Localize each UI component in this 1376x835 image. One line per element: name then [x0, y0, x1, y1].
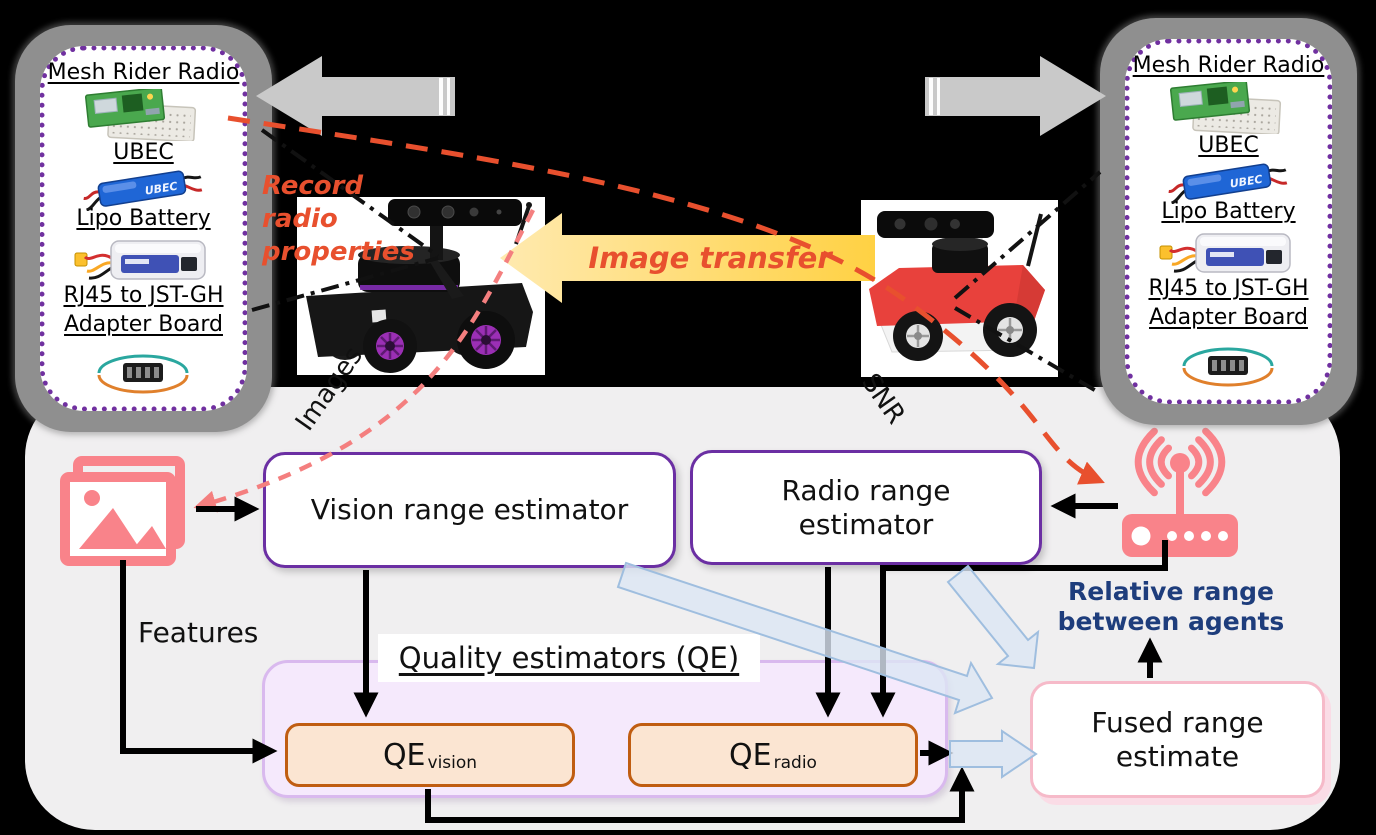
fused-range-label-line1: Fused range — [1091, 705, 1264, 739]
rj45-adapter-label-line1: RJ45 to JST-GH — [63, 283, 224, 308]
qe-radio-base: QE — [729, 737, 772, 773]
rj45-adapter-label-line2: Adapter Board — [64, 312, 223, 337]
record-line1: Record — [262, 171, 364, 201]
vision-range-estimator-label: Vision range estimator — [310, 493, 629, 526]
mesh-rider-radio-label: Mesh Rider Radio — [47, 60, 240, 85]
image-transfer-label: Image transfer — [588, 241, 832, 275]
lipo-battery-label: Lipo Battery — [76, 206, 211, 231]
features-label: Features — [138, 616, 259, 649]
lipo-battery-image — [73, 239, 207, 281]
quality-estimators-title: Quality estimators (QE) — [378, 634, 760, 682]
mesh-rider-radio-image — [1169, 82, 1282, 134]
ubec-label: UBEC — [113, 140, 174, 165]
mesh-rider-radio-label: Mesh Rider Radio — [1132, 53, 1325, 78]
fused-range-estimate-box: Fused range estimate — [1030, 681, 1325, 798]
relative-range-line2: between agents — [1057, 607, 1285, 636]
fused-range-label-line2: estimate — [1115, 739, 1240, 773]
qe-vision-base: QE — [382, 737, 426, 773]
radio-range-estimator-label-line1: Radio range — [781, 473, 951, 507]
adapter-board-image — [97, 354, 189, 394]
vision-range-estimator-box: Vision range estimator — [263, 452, 676, 568]
mesh-rider-radio-image — [84, 89, 197, 141]
rj45-adapter-label-line2: Adapter Board — [1149, 305, 1308, 330]
left-hardware-panel: Mesh Rider Radio UBEC Lipo Battery RJ45 … — [15, 25, 272, 432]
lipo-battery-label: Lipo Battery — [1161, 199, 1296, 224]
lipo-battery-image — [1158, 232, 1292, 274]
right-hardware-panel: Mesh Rider Radio UBEC Lipo Battery RJ45 … — [1100, 18, 1357, 425]
qe-vision-sub: vision — [427, 753, 478, 773]
record-radio-properties-label: Record radio properties — [262, 170, 415, 269]
record-line3: properties — [262, 237, 415, 267]
photos-icon — [60, 456, 185, 566]
radio-range-estimator-box: Radio range estimator — [690, 450, 1042, 565]
radio-range-estimator-label-line2: estimator — [798, 507, 934, 541]
rj45-adapter-label-line1: RJ45 to JST-GH — [1148, 276, 1309, 301]
record-line2: radio — [262, 204, 338, 234]
relative-range-label: Relative range between agents — [1040, 577, 1302, 637]
ubec-label: UBEC — [1198, 133, 1259, 158]
adapter-board-image — [1182, 347, 1274, 387]
red-rover-image — [861, 200, 1058, 377]
relative-range-line1: Relative range — [1068, 577, 1274, 606]
qe-radio-sub: radio — [773, 753, 817, 773]
